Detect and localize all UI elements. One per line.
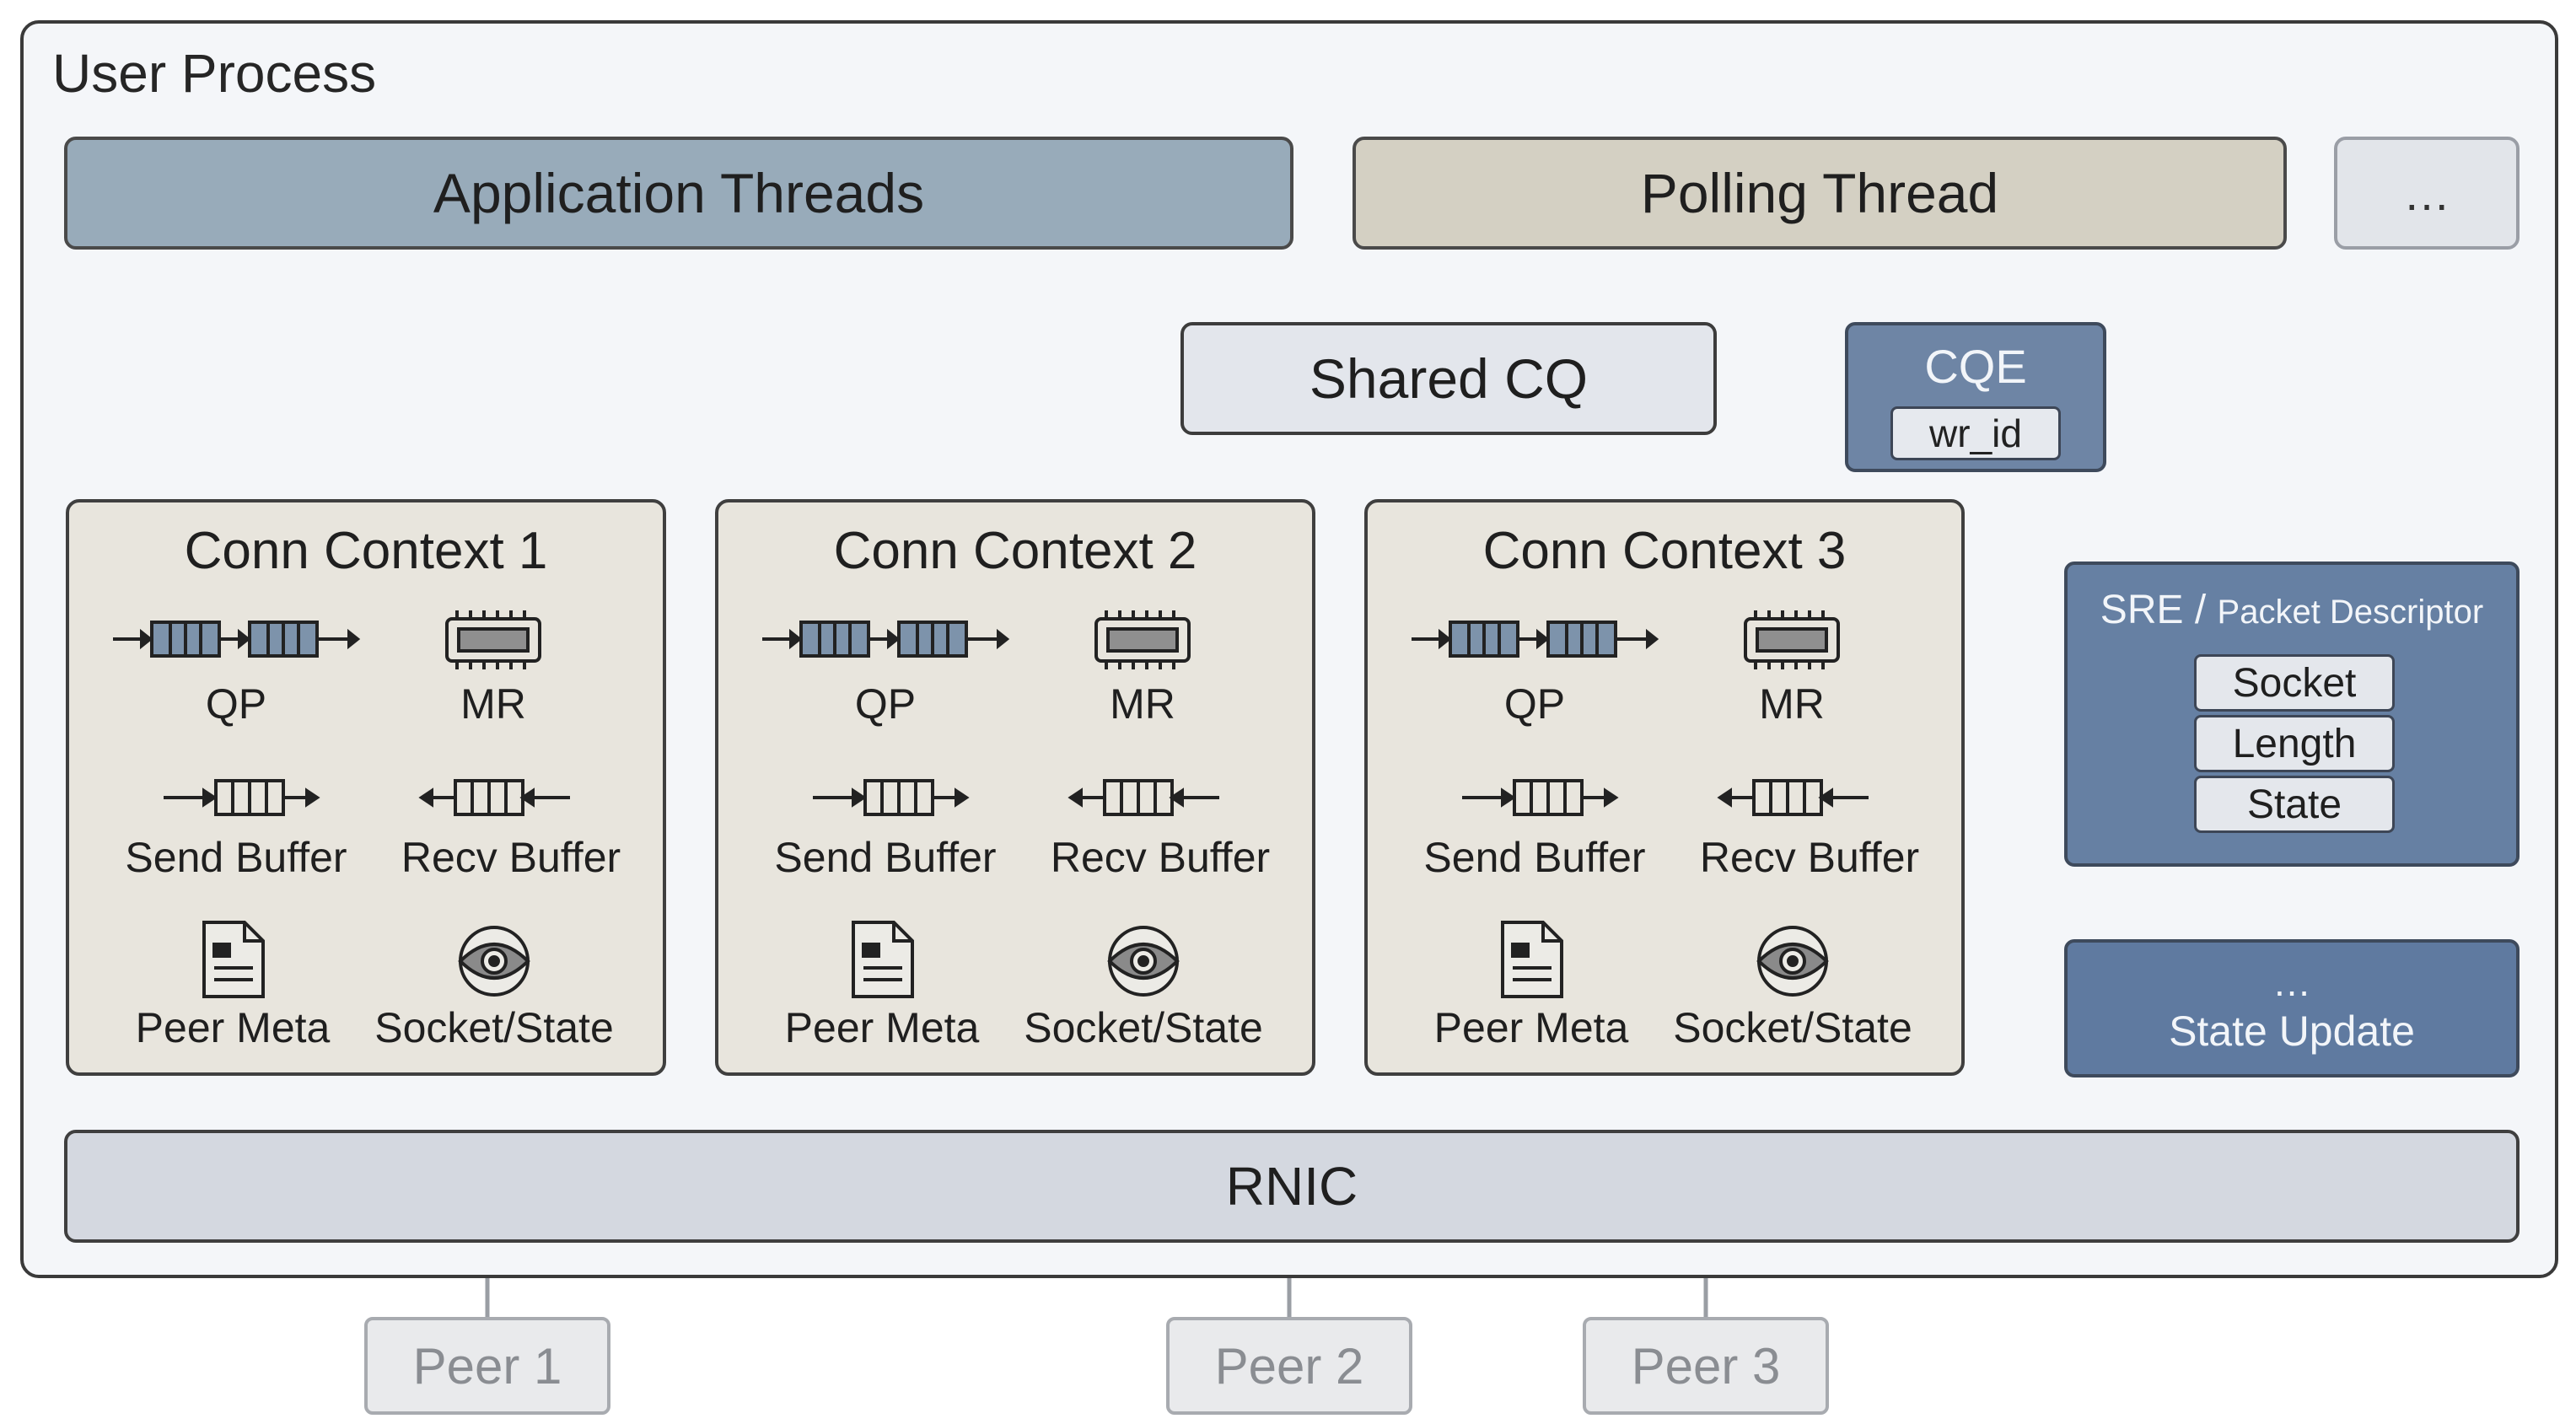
recv-buffer-icon <box>418 779 570 816</box>
send-buffer-icon <box>813 779 970 816</box>
shared-cq-box: Shared CQ <box>1180 322 1717 435</box>
peer-2-box: Peer 2 <box>1166 1317 1412 1415</box>
recv-buffer-label: Recv Buffer <box>401 834 621 881</box>
peer-1-label: Peer 1 <box>412 1337 562 1394</box>
peer-meta-document-icon <box>202 921 265 998</box>
conn-context-title: Conn Context 3 <box>1482 522 1847 580</box>
conn-context-title: Conn Context 2 <box>833 522 1197 580</box>
qp-label: QP <box>205 680 267 728</box>
send-buffer-label: Send Buffer <box>1423 834 1646 881</box>
wr-id-label: wr_id <box>1929 411 2022 455</box>
socket-state-label: Socket/State <box>374 1004 614 1051</box>
peer-1-box: Peer 1 <box>364 1317 610 1415</box>
qp-label: QP <box>854 680 917 728</box>
socket-state-label: Socket/State <box>1673 1004 1912 1051</box>
sre-packet-descriptor-box: SRE / Packet Descriptor Socket Length St… <box>2064 562 2520 867</box>
recv-buffer-label: Recv Buffer <box>1699 834 1920 881</box>
shared-cq-label: Shared CQ <box>1309 347 1589 410</box>
conn-context-1: Conn Context 1 QP MR Send Buffer Recv Buffer… <box>66 499 666 1076</box>
polling-thread-label: Polling Thread <box>1640 162 1999 224</box>
recv-buffer-icon <box>1068 779 1219 816</box>
sre-field-socket-label: Socket <box>2232 660 2357 706</box>
conn-context-2: Conn Context 2 QP MR Send Buffer Recv Buffer… <box>715 499 1315 1076</box>
more-threads-ellipsis: … <box>2403 166 2450 220</box>
state-update-box: … State Update <box>2064 939 2520 1077</box>
peer-meta-label: Peer Meta <box>135 1004 331 1051</box>
sre-field-socket: Socket <box>2194 654 2395 712</box>
state-update-label: State Update <box>2169 1008 2415 1055</box>
peer-meta-document-icon <box>1501 921 1563 998</box>
peer-3-label: Peer 3 <box>1631 1337 1781 1394</box>
mr-label: MR <box>1110 680 1175 728</box>
application-threads-box: Application Threads <box>64 137 1293 250</box>
recv-buffer-label: Recv Buffer <box>1050 834 1271 881</box>
peer-meta-document-icon <box>852 921 914 998</box>
socket-state-icon <box>458 926 530 997</box>
peer-2-label: Peer 2 <box>1214 1337 1364 1394</box>
send-buffer-label: Send Buffer <box>774 834 997 881</box>
mr-label: MR <box>1759 680 1825 728</box>
cqe-box: CQE wr_id <box>1845 322 2106 472</box>
memory-region-chip-icon <box>1094 610 1191 669</box>
socket-state-icon <box>1756 926 1829 997</box>
queue-pair-icon <box>113 621 361 658</box>
memory-region-chip-icon <box>445 610 541 669</box>
state-update-ellipsis: … <box>2272 960 2311 1004</box>
sre-title: SRE / Packet Descriptor <box>2068 587 2516 633</box>
peer-3-box: Peer 3 <box>1583 1317 1829 1415</box>
socket-state-icon <box>1107 926 1180 997</box>
socket-state-label: Socket/State <box>1024 1004 1263 1051</box>
sre-title-main: SRE / <box>2100 588 2207 632</box>
rnic-label: RNIC <box>1225 1156 1358 1217</box>
wr-id-field: wr_id <box>1890 406 2061 460</box>
memory-region-chip-icon <box>1744 610 1840 669</box>
sre-field-length-label: Length <box>2232 721 2357 766</box>
user-process-title: User Process <box>52 43 377 104</box>
mr-label: MR <box>460 680 526 728</box>
peer-meta-label: Peer Meta <box>784 1004 980 1051</box>
sre-field-state-label: State <box>2246 782 2342 827</box>
rnic-box: RNIC <box>64 1130 2520 1243</box>
queue-pair-icon <box>1412 621 1659 658</box>
recv-buffer-icon <box>1717 779 1869 816</box>
sre-field-length: Length <box>2194 715 2395 772</box>
qp-label: QP <box>1503 680 1566 728</box>
polling-thread-box: Polling Thread <box>1353 137 2287 250</box>
application-threads-label: Application Threads <box>433 162 925 224</box>
send-buffer-icon <box>164 779 320 816</box>
sre-field-state: State <box>2194 776 2395 833</box>
send-buffer-label: Send Buffer <box>125 834 347 881</box>
send-buffer-icon <box>1462 779 1619 816</box>
peer-meta-label: Peer Meta <box>1433 1004 1629 1051</box>
cqe-title: CQE <box>1924 340 2027 393</box>
queue-pair-icon <box>762 621 1010 658</box>
sre-title-sub: Packet Descriptor <box>2217 594 2484 631</box>
conn-context-title: Conn Context 1 <box>184 522 548 580</box>
more-threads-box: … <box>2334 137 2520 250</box>
conn-context-3: Conn Context 3 QP MR Send Buffer Recv Buffer… <box>1364 499 1965 1076</box>
